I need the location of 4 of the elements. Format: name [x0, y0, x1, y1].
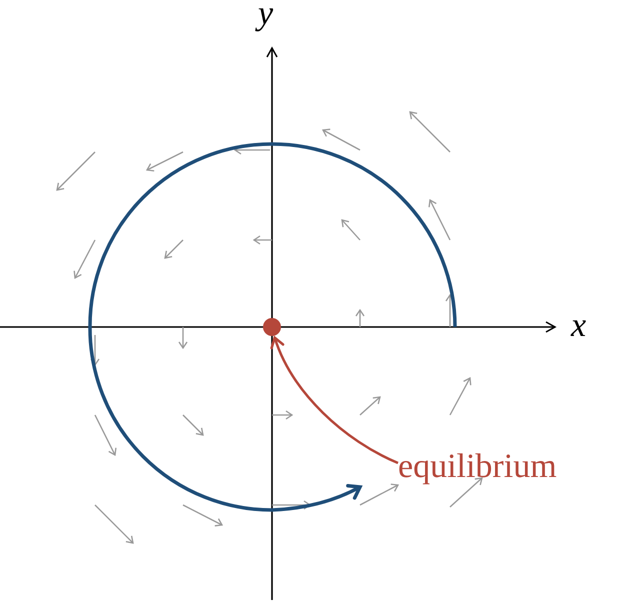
leader-arrow — [270, 336, 399, 464]
equilibrium-point — [263, 318, 281, 336]
axis-label: x — [571, 306, 586, 346]
annotation-text: equilibrium — [398, 447, 558, 487]
